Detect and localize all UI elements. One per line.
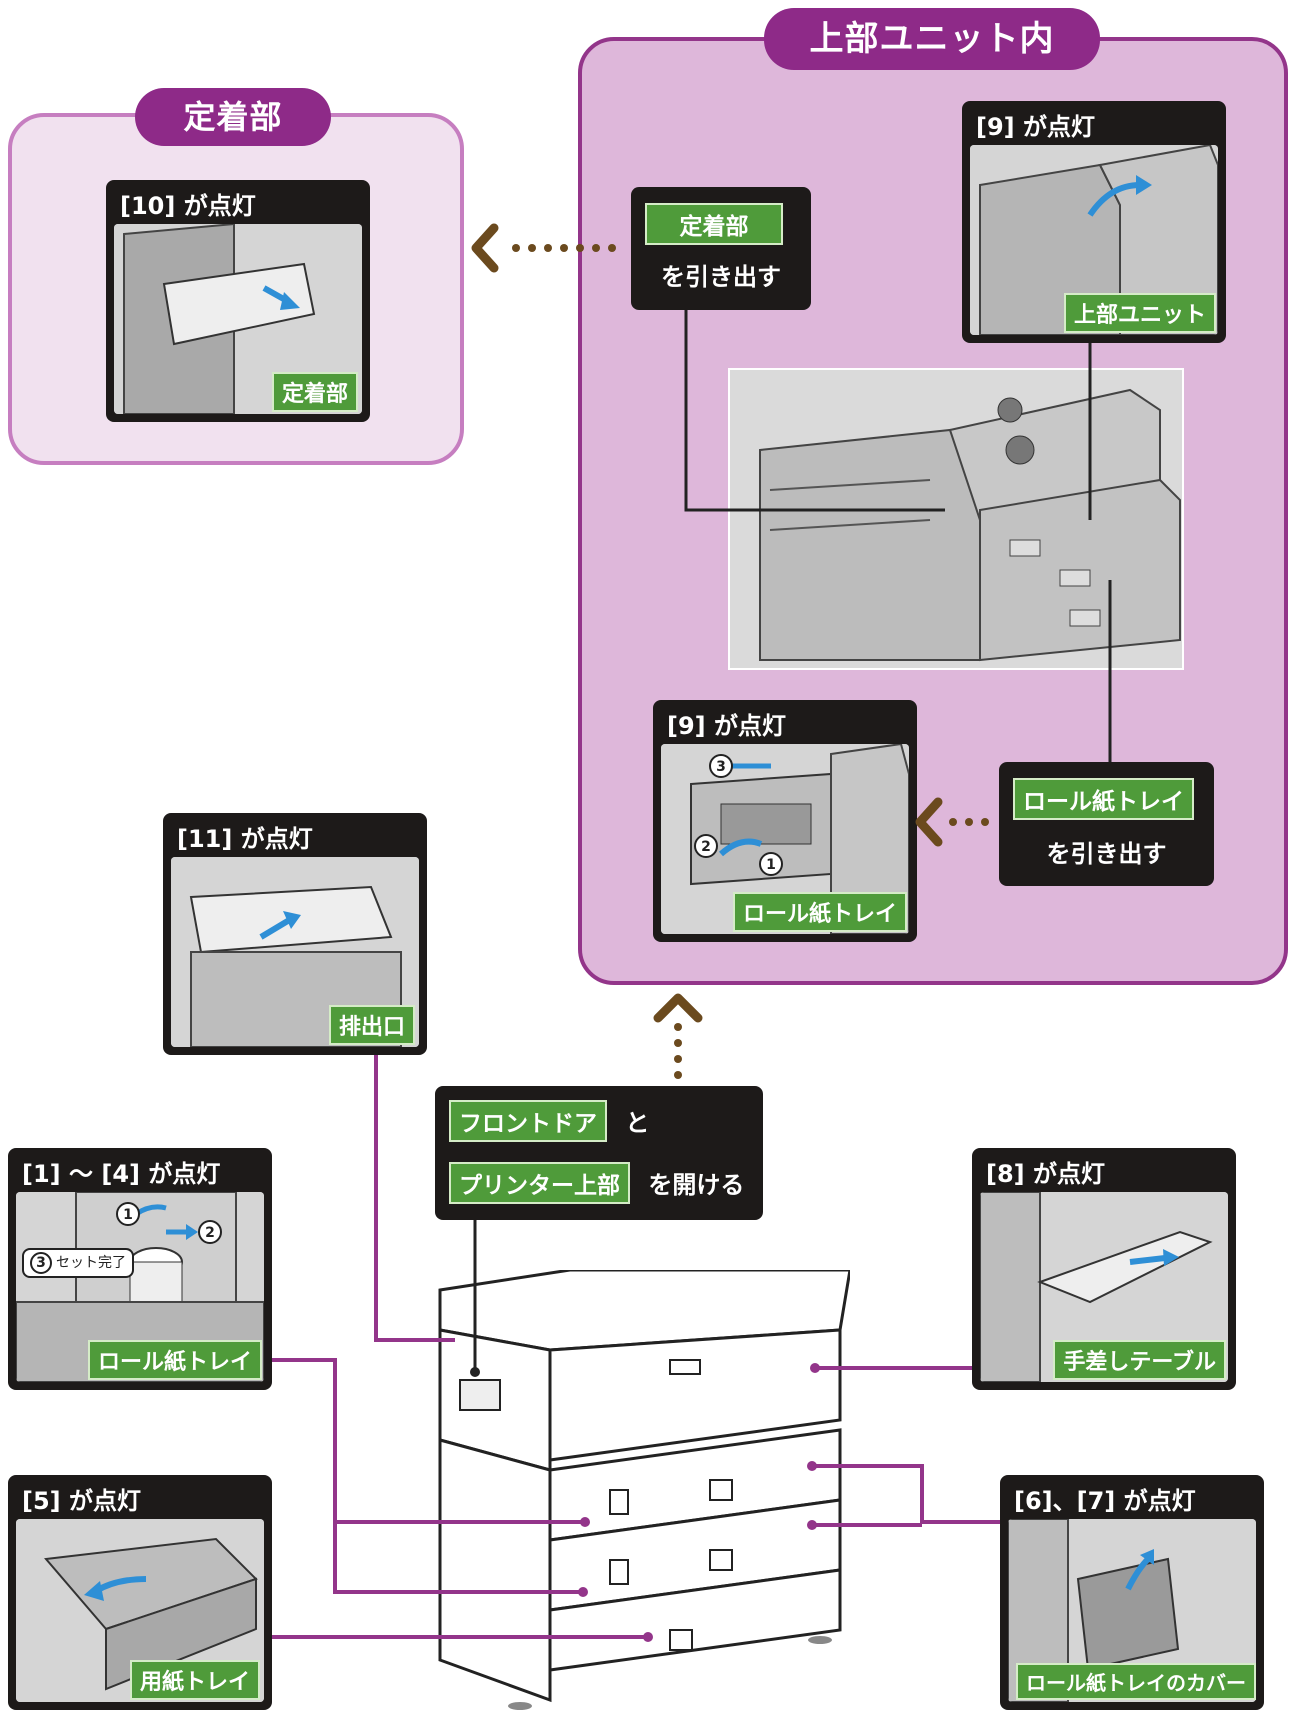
panel-title: [1] ～ [4] が点灯 [22, 1160, 221, 1188]
step-3-number: 3 [30, 1252, 52, 1274]
open-text: を開ける [648, 1171, 745, 1199]
step-1-number: 1 [123, 1207, 133, 1223]
step-3-number: 3 [716, 759, 726, 775]
front-door-tag: フロントドア [449, 1100, 607, 1142]
upper-unit-tag: 上部ユニット [1063, 293, 1216, 333]
panel-title: [8] が点灯 [986, 1160, 1105, 1188]
bypass-table-tag: 手差しテーブル [1053, 1340, 1226, 1380]
bypass-photo [980, 1192, 1228, 1382]
panel-title: [11] が点灯 [177, 825, 313, 853]
panel-title: [5] が点灯 [22, 1487, 141, 1515]
roll-tray-setup-photo: 1 2 [16, 1192, 264, 1382]
pull-out-text: を引き出す [661, 263, 781, 291]
set-complete-label: セット完了 [56, 1255, 126, 1271]
panel-title: [6]、[7] が点灯 [1014, 1487, 1196, 1515]
panel-5-paper-tray: [5] が点灯 用紙トレイ [8, 1475, 272, 1710]
pull-out-text: を引き出す [1046, 840, 1167, 868]
pull-fuser-instruction: 定着部 を引き出す [631, 187, 811, 310]
panel-8-bypass: [8] が点灯 手差しテーブル [972, 1148, 1236, 1390]
roll-tray-tag: ロール紙トレイ [732, 892, 907, 932]
step-2-number: 2 [205, 1225, 215, 1241]
fuser-photo [114, 224, 362, 414]
fuser-label-tag: 定着部 [645, 203, 783, 245]
fuser-group-title: 定着部 [135, 88, 331, 146]
pull-roll-tray-instruction: ロール紙トレイ を引き出す [999, 762, 1214, 886]
panel-11-output: [11] が点灯 排出口 [163, 813, 427, 1055]
panel-title: [9] が点灯 [976, 113, 1095, 141]
roll-cover-tag: ロール紙トレイのカバー [1016, 1663, 1256, 1700]
roll-tray-label-tag: ロール紙トレイ [1013, 778, 1194, 820]
paper-tray-photo [16, 1519, 264, 1702]
upper-unit-illustration [728, 368, 1184, 670]
paper-tray-tag: 用紙トレイ [129, 1660, 260, 1700]
panel-9-upper-unit: [9] が点灯 上部ユニット [962, 101, 1226, 343]
step-2-number: 2 [701, 839, 711, 855]
panel-title: [9] が点灯 [667, 712, 786, 740]
step-1-number: 1 [766, 857, 776, 873]
fuser-tag: 定着部 [271, 372, 358, 412]
panel-10-fuser: [10] が点灯 定着部 [106, 180, 370, 422]
printer-illustration [430, 1268, 852, 1710]
printer-top-tag: プリンター上部 [449, 1162, 630, 1204]
panel-6-7-roll-cover: [6]、[7] が点灯 ロール紙トレイのカバー [1000, 1475, 1264, 1710]
output-tray-tag: 排出口 [328, 1005, 415, 1045]
panel-9-roll-tray: [9] が点灯 3 2 1 ロール紙トレイ [653, 700, 917, 942]
roll-tray-tag: ロール紙トレイ [87, 1340, 262, 1380]
panel-title: [10] が点灯 [120, 192, 256, 220]
open-front-instruction: フロントドア と プリンター上部 を開ける [435, 1086, 763, 1220]
upper-unit-group-title: 上部ユニット内 [764, 8, 1100, 70]
and-text: と [625, 1109, 650, 1137]
